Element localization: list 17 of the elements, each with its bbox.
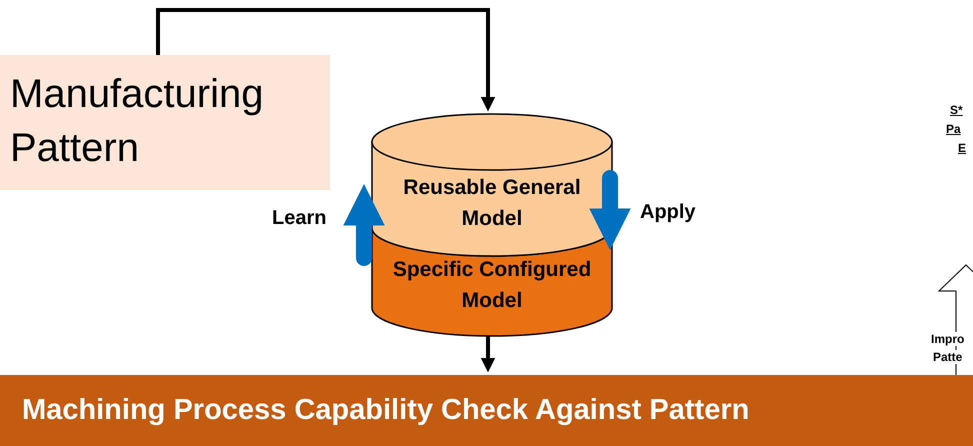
- side-note: Patte: [933, 350, 962, 364]
- cylinder-label: Reusable General Model: [402, 175, 582, 232]
- cylinder-label: Specific Configured Model: [392, 257, 592, 314]
- cylinder-top-section: [372, 114, 612, 256]
- box-title: Machining Process Capability Check Against Pattern: [22, 394, 750, 427]
- pattern-box: [0, 55, 330, 190]
- box-title: Manufacturing Pattern: [10, 71, 264, 172]
- side-note: S*: [950, 103, 963, 117]
- side-note: Impro: [931, 332, 964, 346]
- side-note: Pa: [946, 122, 961, 136]
- arrow: [156, 8, 496, 112]
- block-arrow: [589, 170, 631, 250]
- edge-label: Apply: [640, 201, 696, 224]
- arrow: [480, 336, 496, 372]
- process-banner: [0, 375, 973, 446]
- block-arrow: [343, 184, 385, 266]
- side-note: E: [958, 141, 966, 155]
